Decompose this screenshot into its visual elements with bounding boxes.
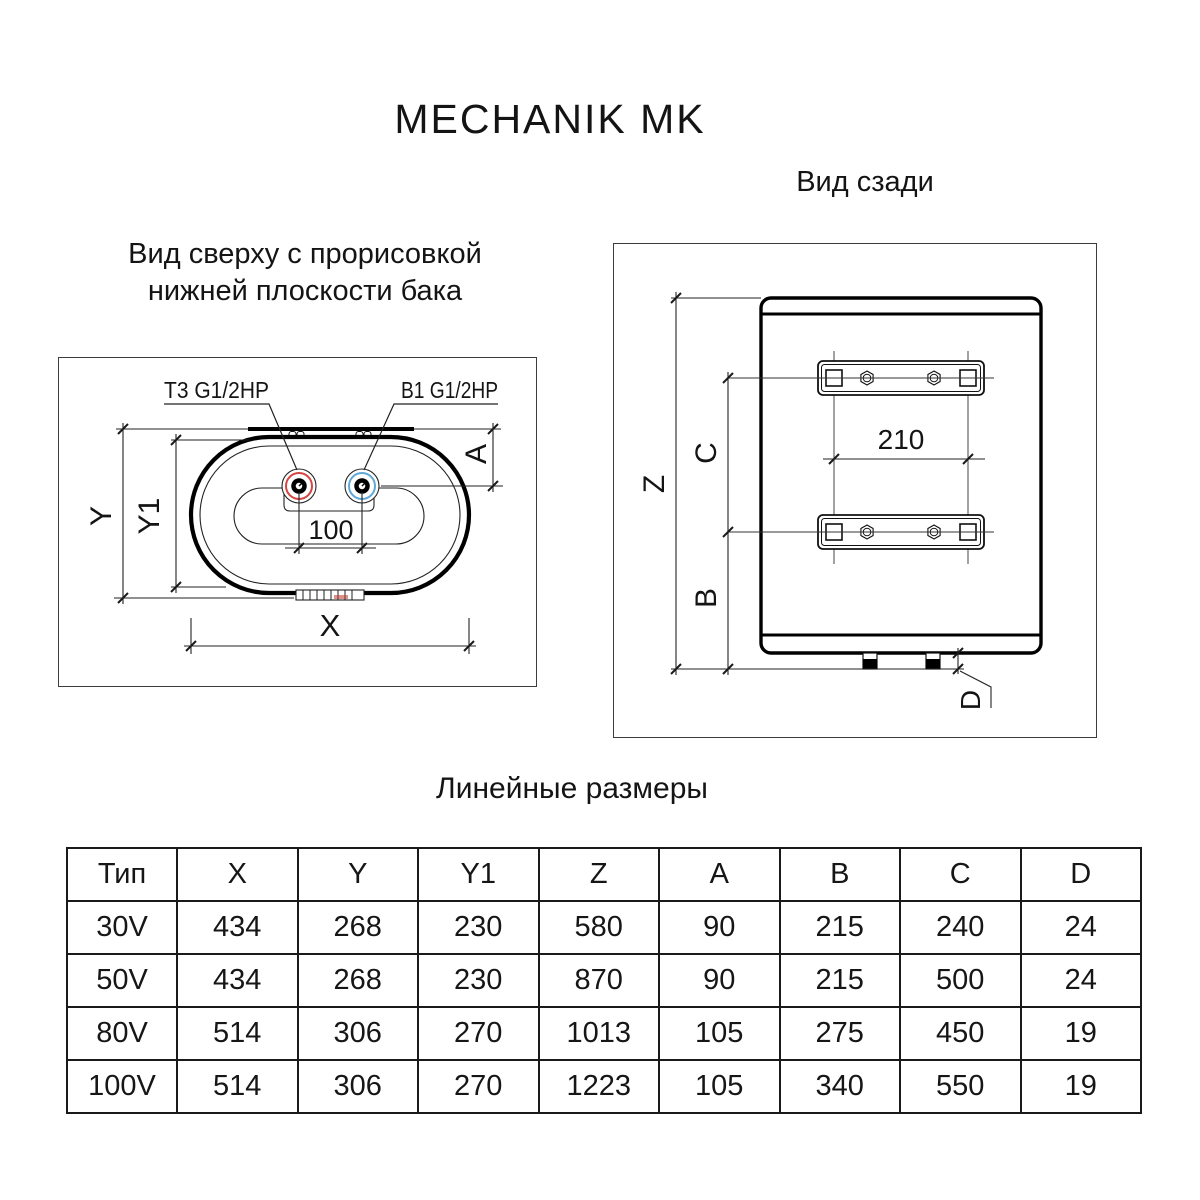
table-header-cell: Z <box>537 847 660 902</box>
table-cell: 306 <box>296 1059 419 1114</box>
table-cell: 1223 <box>537 1059 660 1114</box>
table-header-cell: Y <box>296 847 419 902</box>
table-cell: 105 <box>658 1006 781 1061</box>
table-cell: 90 <box>658 953 781 1008</box>
tank-inner-wall <box>199 445 461 585</box>
table-cell: 100V <box>66 1059 178 1114</box>
table-cell: 240 <box>899 900 1022 955</box>
table-header-cell: B <box>778 847 901 902</box>
dim-label-c: C <box>690 442 723 464</box>
bracket-centerlines <box>728 377 994 533</box>
table-cell: 19 <box>1019 1059 1142 1114</box>
table-cell: 215 <box>778 900 901 955</box>
dim-label-y: Y <box>85 506 118 526</box>
rear-view-caption: Вид сзади <box>796 166 934 198</box>
rear-view-drawing-frame: 210 Z C B D <box>613 243 1097 738</box>
table-row: 30V 434 268 230 580 90 215 240 24 <box>66 900 1142 955</box>
table-cell: 30V <box>66 900 178 955</box>
bottom-connector <box>295 589 365 601</box>
table-header-cell: D <box>1019 847 1142 902</box>
dimension-lines <box>671 292 992 708</box>
table-cell: 580 <box>537 900 660 955</box>
rear-view-drawing: 210 Z C B D <box>638 292 1043 710</box>
table-cell: 550 <box>899 1059 1022 1114</box>
dim-label-100: 100 <box>308 515 353 545</box>
hot-port-leader <box>164 403 298 471</box>
table-header-cell: C <box>899 847 1022 902</box>
dim-label-210: 210 <box>878 424 925 455</box>
table-cell: 500 <box>899 953 1022 1008</box>
dim-label-b: B <box>690 588 723 608</box>
table-cell: 215 <box>778 953 901 1008</box>
top-view-caption-line2: нижней плоскости бака <box>147 275 463 307</box>
top-view-caption: Вид сверху с прорисовкой нижней плоскост… <box>100 236 510 310</box>
table-cell: 340 <box>778 1059 901 1114</box>
dimension-ticks <box>670 292 974 675</box>
dimension-ticks <box>117 423 499 652</box>
table-cell: 268 <box>296 900 419 955</box>
cold-port-leader <box>363 403 498 471</box>
table-header-cell: A <box>658 847 781 902</box>
dim-label-a: A <box>460 444 493 464</box>
table-cell: 275 <box>778 1006 901 1061</box>
dim-label-y1: Y1 <box>133 498 166 535</box>
table-cell: 870 <box>537 953 660 1008</box>
table-cell: 306 <box>296 1006 419 1061</box>
table-cell: 1013 <box>537 1006 660 1061</box>
dim-label-d: D <box>955 690 986 710</box>
table-header-cell: X <box>176 847 299 902</box>
table-cell: 270 <box>417 1006 540 1061</box>
table-row: 50V 434 268 230 870 90 215 500 24 <box>66 953 1142 1008</box>
top-view-caption-line1: Вид сверху с прорисовкой <box>128 238 482 270</box>
heater-body-outline <box>759 296 1043 655</box>
table-cell: 434 <box>176 953 299 1008</box>
table-cell: 268 <box>296 953 419 1008</box>
table-row: 80V 514 306 270 1013 105 275 450 19 <box>66 1006 1142 1061</box>
cold-port-label: В1 G1/2HP <box>401 377 498 403</box>
table-cell: 80V <box>66 1006 178 1061</box>
table-cell: 450 <box>899 1006 1022 1061</box>
table-cell: 50V <box>66 953 178 1008</box>
table-cell: 270 <box>417 1059 540 1114</box>
table-cell: 24 <box>1019 900 1142 955</box>
table-cell: 105 <box>658 1059 781 1114</box>
top-view-drawing-frame: Т3 G1/2HP В1 G1/2HP <box>58 357 537 687</box>
table-cell: 514 <box>176 1006 299 1061</box>
port-slot-outline <box>283 484 375 512</box>
table-cell: 24 <box>1019 953 1142 1008</box>
page-title: MECHANIK MK <box>394 96 706 142</box>
table-cell: 90 <box>658 900 781 955</box>
table-cell: 230 <box>417 953 540 1008</box>
table-header-cell: Тип <box>66 847 178 902</box>
table-cell: 434 <box>176 900 299 955</box>
dim-label-x: X <box>320 608 341 643</box>
table-header-cell: Y1 <box>417 847 540 902</box>
port-labels: Т3 G1/2HP В1 G1/2HP <box>164 377 498 471</box>
table-title: Линейные размеры <box>436 772 708 805</box>
dimension-lines <box>114 423 503 654</box>
hot-port-label: Т3 G1/2HP <box>164 377 269 403</box>
pipe-stubs <box>862 652 941 670</box>
table-cell: 230 <box>417 900 540 955</box>
table-header-row: Тип X Y Y1 Z A B C D <box>66 847 1142 902</box>
table-cell: 19 <box>1019 1006 1142 1061</box>
top-view-drawing: Т3 G1/2HP В1 G1/2HP <box>85 377 503 654</box>
table-cell: 514 <box>176 1059 299 1114</box>
dim-label-z: Z <box>638 475 671 493</box>
pipe-center-marks <box>298 481 367 487</box>
table-row: 100V 514 306 270 1223 105 340 550 19 <box>66 1059 1142 1114</box>
dimensions-table: Тип X Y Y1 Z A B C D 30V 434 268 230 580… <box>66 847 1142 1114</box>
